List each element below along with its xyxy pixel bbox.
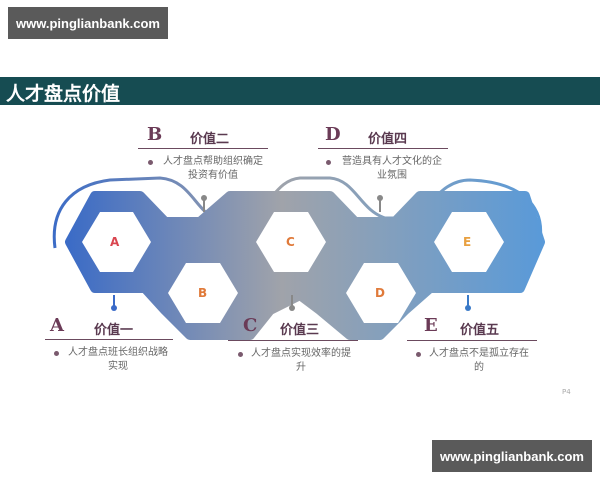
- value-b-title: 价值二: [190, 132, 230, 147]
- value-e-letter: E: [424, 315, 438, 336]
- value-e-desc: 人才盘点不是孤立存在的: [429, 348, 529, 373]
- page-title: 人才盘点价值: [6, 83, 121, 105]
- hexagon-e-letter: E: [463, 235, 472, 249]
- hexagon-a-letter: A: [110, 235, 120, 249]
- value-b-bullet: [148, 160, 153, 165]
- value-c-rule: [228, 340, 358, 341]
- value-e-bullet: [416, 352, 421, 357]
- value-c-bullet: [238, 352, 243, 357]
- value-d-bullet: [326, 160, 331, 165]
- watermark-bottom: www.pinglianbank.com: [432, 440, 592, 472]
- value-a-rule: [45, 339, 173, 340]
- hexagon-c-letter: C: [286, 235, 295, 249]
- value-e-title: 价值五: [460, 323, 500, 338]
- value-d-title: 价值四: [368, 132, 408, 147]
- value-d-rule: [318, 148, 448, 149]
- watermark-top: www.pinglianbank.com: [8, 7, 168, 39]
- title-banner: 人才盘点价值: [0, 77, 600, 105]
- value-a-desc: 人才盘点班长组织战略实现: [68, 347, 168, 372]
- value-b-rule: [138, 148, 268, 149]
- hexagon-d-letter: D: [375, 286, 385, 300]
- value-b-letter: B: [147, 124, 163, 145]
- value-e-rule: [407, 340, 537, 341]
- value-c-letter: C: [243, 315, 258, 336]
- hexagon-b-letter: B: [198, 286, 208, 300]
- value-d-letter: D: [325, 124, 341, 145]
- value-c-title: 价值三: [280, 323, 320, 338]
- page-number: P4: [562, 388, 571, 396]
- value-a-letter: A: [50, 315, 64, 336]
- value-d-desc: 营造具有人才文化的企业氛围: [342, 156, 442, 181]
- value-a-bullet: [54, 351, 59, 356]
- value-a-title: 价值一: [94, 323, 134, 338]
- value-c-desc: 人才盘点实现效率的提升: [251, 348, 351, 373]
- value-b-desc: 人才盘点帮助组织确定投资有价值: [163, 156, 263, 181]
